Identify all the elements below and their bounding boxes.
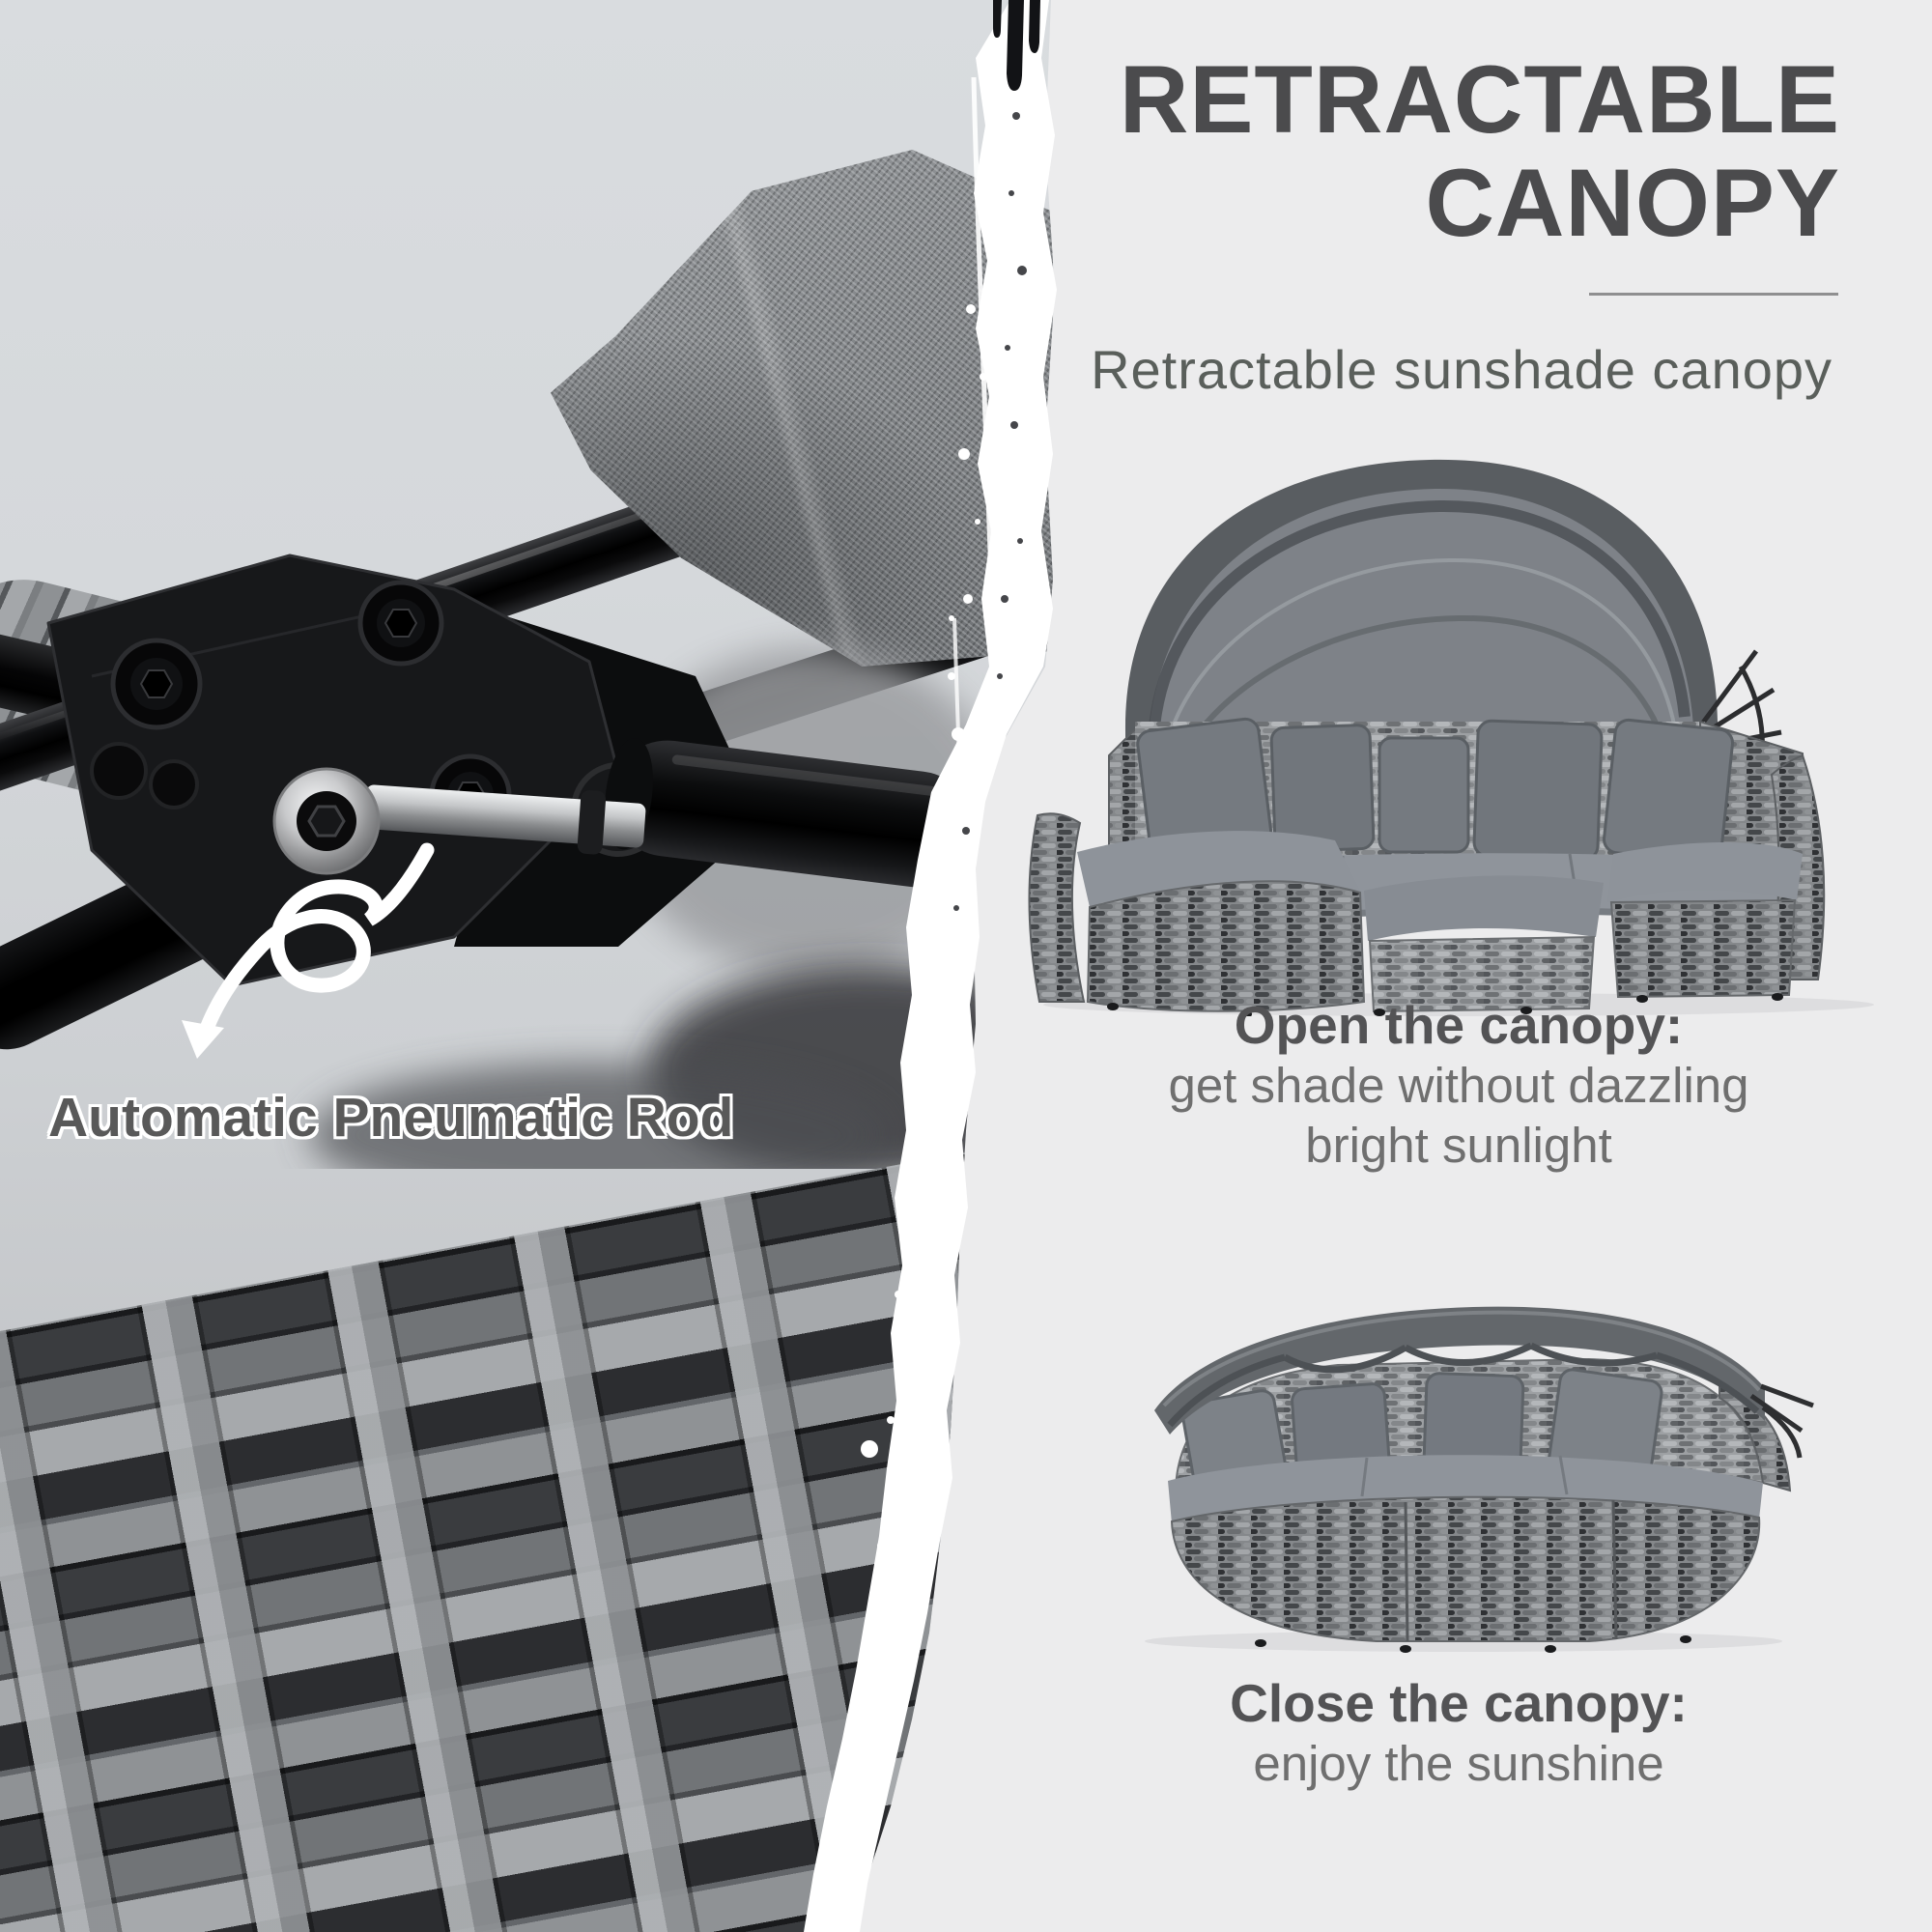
dome-bolt	[90, 742, 148, 800]
dome-bolt	[149, 759, 199, 810]
paint-splatter	[826, 76, 1019, 1889]
canopy-folds	[1167, 1342, 1760, 1428]
close-caption-line1: enjoy the sunshine	[1253, 1736, 1664, 1792]
center-ottoman-base	[1368, 935, 1596, 1013]
curly-arrow-icon	[182, 842, 435, 1059]
canopy-fold-highlight	[1162, 557, 1679, 756]
canopy-highlight	[1162, 1310, 1761, 1407]
daybed-canopy-closed-image	[1145, 1306, 1814, 1653]
hex-bolt	[357, 580, 444, 667]
canopy-frame-stub	[1749, 1383, 1814, 1459]
open-caption: Open the canopy: get shade without dazzl…	[1024, 995, 1893, 1177]
ottoman-base	[1086, 880, 1366, 1012]
hex-bolt	[110, 638, 203, 730]
base-seams	[1404, 1499, 1618, 1642]
center-ottoman-cushion	[1364, 875, 1604, 941]
pneumatic-rod-photo	[0, 0, 1063, 1932]
pneumatic-rod-label: Automatic Pneumatic Rod	[48, 1087, 734, 1149]
dark-specks	[953, 112, 1027, 911]
page-title: RETRACTABLE CANOPY	[1119, 45, 1840, 256]
seat-seams	[1360, 1455, 1569, 1497]
title-line-1: RETRACTABLE	[1119, 45, 1840, 153]
torn-paint-divider	[804, 0, 1057, 1932]
seat-cushion	[1168, 1455, 1763, 1523]
stool-cushion	[1607, 842, 1803, 902]
canopy-fold	[1149, 499, 1690, 727]
folded-canopy	[1154, 1306, 1765, 1435]
pneumatic-rod	[363, 784, 646, 855]
black-paint-drips	[993, 0, 1040, 91]
blurred-frame-shadow-2	[309, 1063, 889, 1169]
close-caption: Close the canopy: enjoy the sunshine	[1024, 1673, 1893, 1794]
hinge-mechanism	[46, 554, 1024, 1169]
title-underline	[1589, 293, 1838, 296]
base	[1170, 1495, 1761, 1642]
subtitle: Retractable sunshade canopy	[1091, 339, 1833, 400]
title-line-2: CANOPY	[1425, 148, 1840, 256]
open-caption-line2: bright sunlight	[1305, 1118, 1612, 1174]
canopy-fold	[1176, 614, 1670, 767]
open-caption-heading: Open the canopy:	[1234, 995, 1684, 1055]
canopy-underside	[1148, 488, 1694, 760]
open-caption-line1: get shade without dazzling	[1168, 1058, 1749, 1114]
feet	[1107, 993, 1783, 1016]
ottoman-cushion	[1077, 831, 1360, 907]
ottoman-back-fin	[1028, 812, 1086, 1003]
back-pillows	[1136, 717, 1734, 865]
white-brush-band	[804, 0, 1057, 1932]
daybed-canopy-open-image	[1028, 459, 1874, 1016]
close-caption-heading: Close the canopy:	[1230, 1673, 1688, 1733]
feet	[1255, 1635, 1691, 1653]
stool-base	[1609, 898, 1797, 999]
chrome-coupler-bolt	[272, 767, 381, 875]
